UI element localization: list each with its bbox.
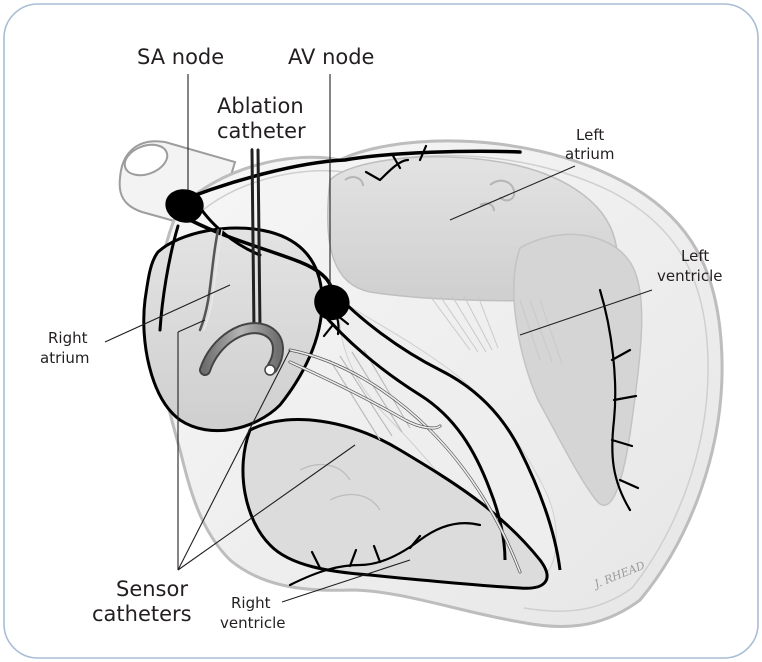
label-ablation-2: catheter xyxy=(217,119,306,143)
label-sensor-1: Sensor xyxy=(116,577,188,601)
label-ablation-1: Ablation xyxy=(217,94,304,118)
label-left-atrium-1: Left xyxy=(576,126,604,144)
label-sa-node: SA node xyxy=(137,45,224,69)
label-sensor-2: catheters xyxy=(92,602,192,626)
label-right-ventricle-2: ventricle xyxy=(220,614,285,632)
label-left-atrium-2: atrium xyxy=(565,145,615,163)
label-left-ventricle-1: Left xyxy=(681,247,709,265)
label-av-node: AV node xyxy=(288,45,374,69)
label-right-atrium-1: Right xyxy=(48,329,88,347)
label-right-atrium-2: atrium xyxy=(40,349,90,367)
label-left-ventricle-2: ventricle xyxy=(657,267,722,285)
label-right-ventricle-1: Right xyxy=(231,594,271,612)
